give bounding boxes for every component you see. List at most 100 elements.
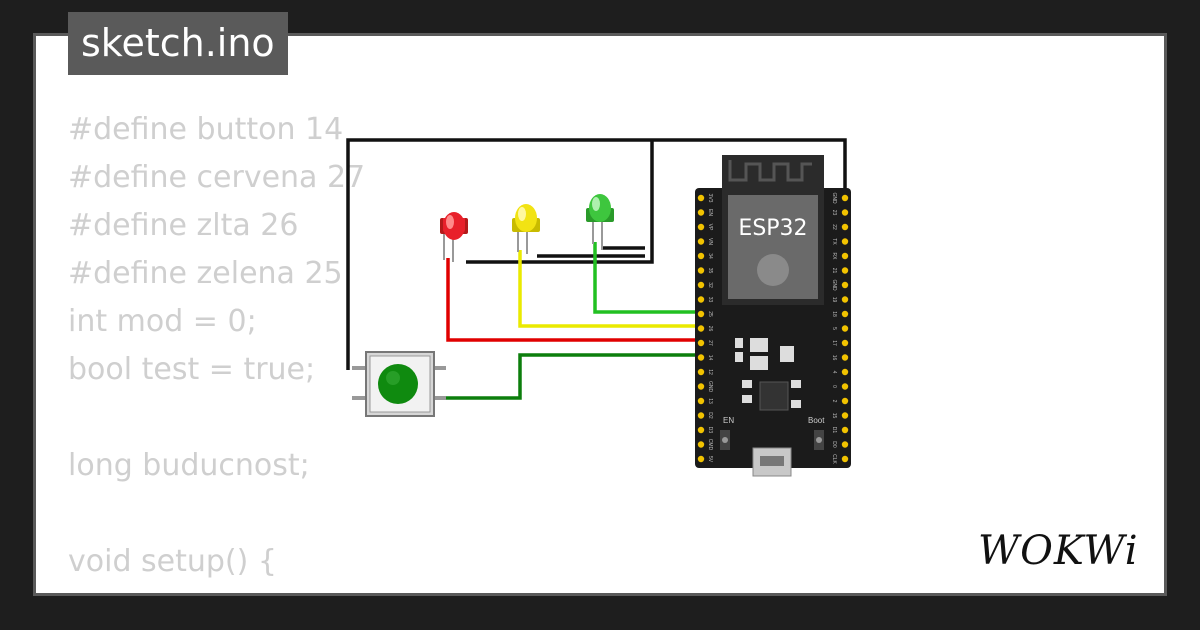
pin-dot[interactable] (841, 238, 849, 245)
pin-label: TX (831, 238, 837, 245)
pin-dot[interactable] (697, 368, 705, 376)
pin-dot[interactable] (841, 267, 849, 274)
pin-label: 13 (707, 398, 713, 404)
pin-dot[interactable] (841, 455, 849, 463)
button-wire-green (446, 353, 702, 400)
pin-dot[interactable] (841, 383, 849, 390)
pin-dot[interactable] (697, 281, 705, 289)
pin-label: D0 (831, 441, 837, 448)
code-line: long buducnost; (68, 448, 310, 483)
wires (346, 138, 847, 400)
pin-label: 2 (831, 400, 837, 403)
pin-dot[interactable] (697, 397, 705, 405)
code-line: #define zelena 25 (68, 256, 343, 291)
pin-label: 25 (707, 311, 713, 317)
code-line: int mod = 0; (68, 304, 257, 339)
wokwi-logo[interactable]: WOKWi (976, 524, 1148, 572)
pin-dot[interactable] (841, 296, 849, 303)
pin-dot[interactable] (841, 397, 849, 405)
pin-label: 16 (831, 355, 837, 361)
red-wire (446, 258, 702, 342)
pin-label: D3 (707, 427, 713, 434)
code-line: void setup() { (68, 544, 277, 579)
pin-label: 23 (831, 210, 837, 216)
pin-dot[interactable] (841, 441, 849, 448)
en-label: EN (723, 416, 734, 425)
led-cathode-wire-black-2 (537, 246, 645, 258)
pin-label: 12 (707, 369, 713, 375)
code-line (68, 490, 583, 538)
pin-label: GND (831, 279, 837, 291)
pin-dot[interactable] (697, 252, 705, 260)
gnd-wire-black (346, 138, 847, 370)
code-line: pinMode(button, INPUT_PULLUP); (68, 586, 583, 593)
pin-label: EN (707, 209, 713, 216)
boot-label: Boot (808, 416, 825, 425)
pin-dot[interactable] (841, 281, 849, 289)
code-line: #define button 14 (68, 112, 344, 147)
bottom-bar (0, 596, 1200, 630)
pin-label: 5 (831, 327, 837, 330)
code-preview: #define button 14 #define cervena 27 #de… (68, 106, 583, 593)
board-label: ESP32 (738, 216, 807, 241)
pin-label: 15 (831, 413, 837, 419)
pin-dot[interactable] (697, 412, 705, 419)
pin-label: 27 (707, 340, 713, 346)
pin-label: 4 (831, 371, 837, 374)
pin-label: 33 (707, 297, 713, 303)
pin-dot[interactable] (697, 296, 705, 303)
pin-dot[interactable] (697, 339, 705, 347)
pin-dot[interactable] (841, 223, 849, 231)
pin-label: 14 (707, 355, 713, 361)
pin-dot[interactable] (841, 252, 849, 260)
push-button[interactable] (352, 351, 446, 417)
file-tab[interactable]: sketch.ino (68, 12, 288, 75)
pin-dot[interactable] (841, 426, 849, 434)
pin-label: 32 (707, 282, 713, 288)
pin-dot[interactable] (841, 339, 849, 347)
pin-label: 26 (707, 326, 713, 332)
pin-dot[interactable] (841, 209, 849, 216)
pin-label: 21 (831, 268, 837, 274)
pin-dot[interactable] (841, 354, 849, 361)
pin-label: D2 (707, 412, 713, 419)
pin-dot[interactable] (697, 354, 705, 361)
pin-dot[interactable] (697, 223, 705, 231)
wokwi-logo-text: WOKWi (978, 528, 1139, 572)
code-line: #define zlta 26 (68, 208, 299, 243)
circuit-diagram: ESP32 EN Boot 3V3ENVPVN34353233252627141… (346, 138, 851, 477)
pin-label: 3V3 (707, 194, 713, 203)
pin-dot[interactable] (697, 267, 705, 274)
pin-dot[interactable] (841, 368, 849, 376)
pin-label: GND (707, 381, 713, 393)
code-line: bool test = true; (68, 352, 316, 387)
pin-dot[interactable] (697, 209, 705, 216)
pin-dot[interactable] (841, 412, 849, 419)
pin-dot[interactable] (697, 455, 705, 463)
pin-dot[interactable] (697, 194, 705, 202)
esp32-board[interactable]: ESP32 EN Boot 3V3ENVPVN34353233252627141… (695, 155, 851, 477)
pin-dot[interactable] (841, 325, 849, 332)
pin-label: RX (831, 253, 837, 261)
pin-dot[interactable] (841, 194, 849, 202)
pin-label: 19 (831, 297, 837, 303)
pin-label: VN (707, 238, 713, 245)
red-led[interactable] (440, 212, 468, 262)
yellow-wire (518, 250, 702, 328)
green-wire (593, 242, 702, 314)
pin-dot[interactable] (697, 441, 705, 448)
pin-dot[interactable] (697, 383, 705, 390)
pin-dot[interactable] (697, 325, 705, 332)
led-cathode-wire-black (466, 140, 654, 264)
green-led[interactable] (586, 194, 614, 250)
pin-dot[interactable] (841, 310, 849, 318)
code-line: #define cervena 27 (68, 160, 366, 195)
pin-label: VP (707, 224, 713, 231)
pin-dot[interactable] (697, 310, 705, 318)
pin-label: D1 (831, 427, 837, 434)
espressif-logo-icon (757, 254, 789, 286)
pin-label: 22 (831, 224, 837, 230)
pin-dot[interactable] (697, 426, 705, 434)
pin-dot[interactable] (697, 238, 705, 245)
yellow-led[interactable] (512, 204, 540, 254)
